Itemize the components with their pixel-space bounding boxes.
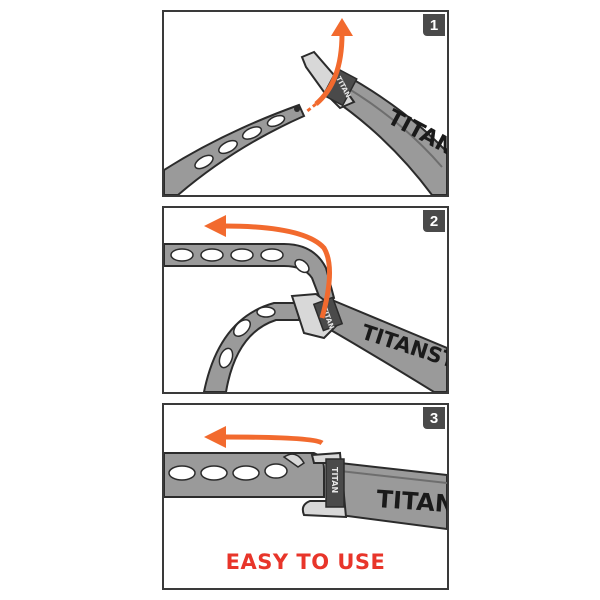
step-3-panel: TITAN TITAN EASY TO USE 3 [162, 403, 449, 590]
strap-icon: TITAN [339, 461, 447, 531]
strap-icon [202, 302, 300, 392]
step-number-badge: 2 [423, 210, 445, 232]
step-1-illustration: TITAN TITAN [164, 18, 447, 195]
strap-icon: TITANST [322, 298, 447, 392]
tagline: EASY TO USE [225, 550, 386, 574]
strap-icon [164, 452, 325, 498]
strap-brand-text: TITAN [376, 485, 447, 518]
arrow-icon [204, 426, 324, 448]
buckle-icon: TITAN [300, 50, 358, 110]
buckle-brand-text: TITAN [330, 467, 339, 493]
buckle-icon: TITAN [301, 451, 348, 519]
step-number-badge: 1 [423, 14, 445, 36]
arrow-icon [305, 18, 353, 114]
step-1-panel: TITAN TITAN 1 [162, 10, 449, 197]
step-3-illustration: TITAN TITAN [164, 426, 447, 531]
strap-icon [164, 103, 306, 195]
step-2-panel: TITANST TITAN 2 [162, 206, 449, 394]
step-2-illustration: TITANST TITAN [164, 215, 447, 392]
step-number-badge: 3 [423, 407, 445, 429]
arrow-icon [204, 215, 333, 319]
